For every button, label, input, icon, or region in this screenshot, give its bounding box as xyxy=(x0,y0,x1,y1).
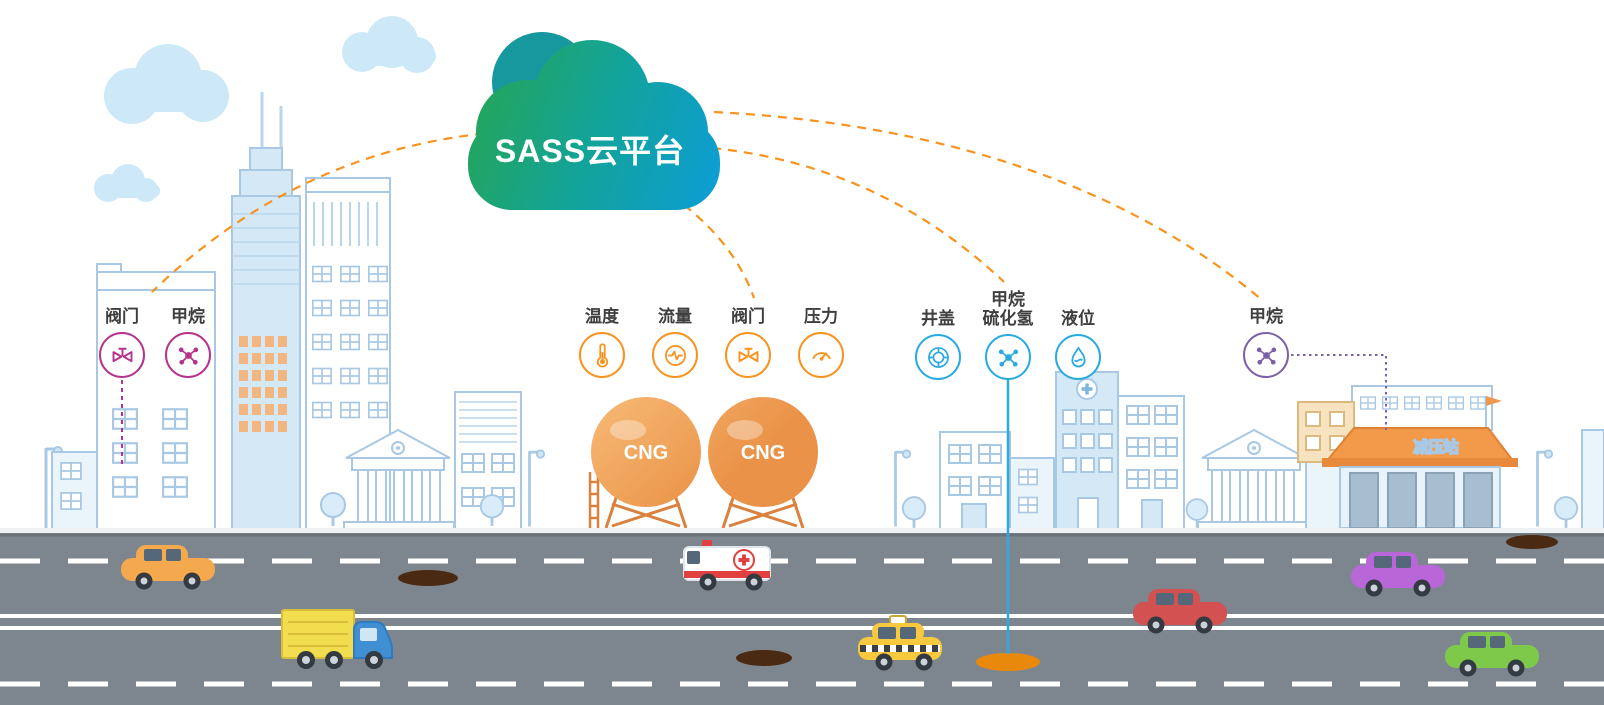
station-flag xyxy=(1486,396,1502,406)
cloud-platform: SASS云平台 xyxy=(468,32,720,210)
red-cross-icon xyxy=(738,554,750,566)
tall-tower xyxy=(231,92,301,531)
sensor-valve: 阀门 xyxy=(94,306,150,378)
cng-tank xyxy=(708,397,818,507)
sensor-label: 流量 xyxy=(658,307,692,326)
pressure-icon xyxy=(798,332,844,378)
sensor-methane: 甲烷 xyxy=(160,306,216,378)
manhole xyxy=(736,650,792,666)
temperature-icon xyxy=(579,332,625,378)
tree xyxy=(901,495,927,530)
link-cloud-to-city-sensors xyxy=(151,130,501,293)
sensor-methane: 甲烷硫化氢 xyxy=(980,288,1036,380)
cloud-title: SASS云平台 xyxy=(495,133,685,169)
valve-icon xyxy=(99,332,145,378)
manhole xyxy=(1506,535,1558,549)
sensor-label: 甲烷 xyxy=(1249,307,1283,326)
tree xyxy=(1553,495,1579,530)
link-cloud-to-station-sensors xyxy=(713,110,1263,301)
ambulance xyxy=(683,540,771,591)
vehicles xyxy=(121,540,1539,677)
taxi xyxy=(858,615,942,671)
station-door xyxy=(1425,472,1455,529)
sensor-group-city: 阀门 甲烷 xyxy=(94,306,216,378)
station-door xyxy=(1349,472,1379,529)
cloud-connections xyxy=(121,110,1387,654)
station-door xyxy=(1387,472,1417,529)
sensor-label: 甲烷 xyxy=(171,307,205,326)
gas-leak-spot xyxy=(976,653,1040,671)
manhole xyxy=(398,570,458,586)
city-skyline-right xyxy=(894,371,1341,531)
sensor-label: 液位 xyxy=(1061,309,1095,328)
sky-clouds xyxy=(94,16,436,202)
pressure-reduction-station: 减压站 xyxy=(1297,385,1604,531)
cng-tank-label: CNG xyxy=(624,442,668,464)
manhole-icon xyxy=(915,334,961,380)
yellow-truck xyxy=(281,609,393,669)
street-lamp xyxy=(1536,448,1554,528)
bank-building xyxy=(343,428,455,531)
manholes xyxy=(398,535,1558,671)
sensor-label: 井盖 xyxy=(921,309,955,328)
sensor-manhole: 井盖 xyxy=(910,288,966,380)
sensor-label: 甲烷硫化氢 xyxy=(982,290,1034,328)
sensor-group-pipeline: 井盖 甲烷硫化氢液位 xyxy=(910,288,1106,380)
sensor-label: 阀门 xyxy=(105,307,139,326)
methane-icon xyxy=(165,332,211,378)
sensor-group-cng: 温度 流量 阀门 压力 xyxy=(574,306,849,378)
flow-icon xyxy=(652,332,698,378)
cng-tank-label: CNG xyxy=(741,442,785,464)
sensor-methane: 甲烷 xyxy=(1238,306,1294,378)
sensor-pressure: 压力 xyxy=(793,306,849,378)
sensor-label: 阀门 xyxy=(731,307,765,326)
city-skyline-left xyxy=(44,92,546,532)
sensor-flow: 流量 xyxy=(647,306,703,378)
link-methane-to-station xyxy=(1291,354,1387,430)
methane-icon xyxy=(985,334,1031,380)
sensor-level: 液位 xyxy=(1050,288,1106,380)
sensor-label: 压力 xyxy=(804,307,838,326)
road xyxy=(0,528,1604,705)
sensor-valve: 阀门 xyxy=(720,306,776,378)
sensor-temperature: 温度 xyxy=(574,306,630,378)
street-lamp xyxy=(528,448,546,528)
methane-icon xyxy=(1243,332,1289,378)
valve-icon xyxy=(725,332,771,378)
link-cloud-to-cng-sensors xyxy=(683,204,756,299)
cng-tank xyxy=(591,397,701,507)
taxi-sign xyxy=(889,615,907,625)
sensor-group-station: 甲烷 xyxy=(1238,306,1294,378)
station-door xyxy=(1463,472,1493,529)
cng-tanks: CNG CNG xyxy=(588,397,818,529)
level-icon xyxy=(1055,334,1101,380)
bank-building xyxy=(1197,428,1313,531)
sensor-label: 温度 xyxy=(585,307,619,326)
station-label: 减压站 xyxy=(1413,438,1458,456)
hospital-building xyxy=(1055,371,1119,531)
link-cloud-to-pipeline-sensors xyxy=(711,146,1005,283)
